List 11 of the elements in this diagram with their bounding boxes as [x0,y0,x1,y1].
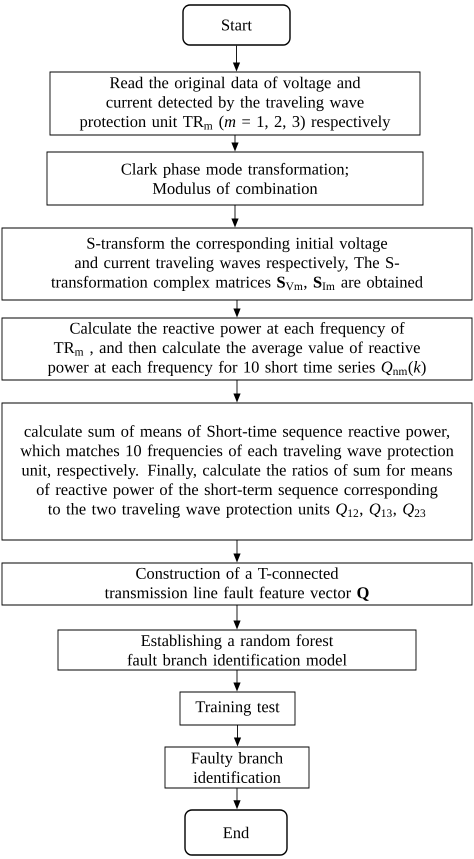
process-box: Training test [180,692,296,726]
process-box: Calculate the reactive power at each frequency of TR$_{m}$ , and then calculate the average value of reactive power at each frequency for 10 short time series Q$_{nm}$(k) [2,318,472,380]
process-box: Read the original data of voltage and current detected by the traveling wave protection unit TR$_{m}$ (m = 1, 2, 3) respectively [50,72,420,136]
process-box: Faulty branch identification [164,746,310,788]
process-box: calculate sum of means of Short-time sequence reactive power, which matches 10 frequencies of each traveling wave protection unit, respectively. Finally, calculate the ratios of sum for means of reactive power of the short-term sequence corresponding to the two traveling wave protection units Q$_{12}$, Q$_{13}$, Q$_{23}$ [2,402,472,540]
process-box: Clark phase mode transformation; Modulus of combination [46,152,424,206]
process-box: Construction of a T-connected transmission line fault feature vector Q [2,562,472,606]
process-box: S-transform the corresponding initial voltage and current traveling waves respectively, The S-transformation complex matrices S$_{Vm}$, S$_{Im}$ are obtained [2,228,472,300]
terminal-box: Start [182,4,291,46]
process-box: Establishing a random forest fault branch identification model [58,630,416,670]
terminal-box: End [184,809,288,856]
